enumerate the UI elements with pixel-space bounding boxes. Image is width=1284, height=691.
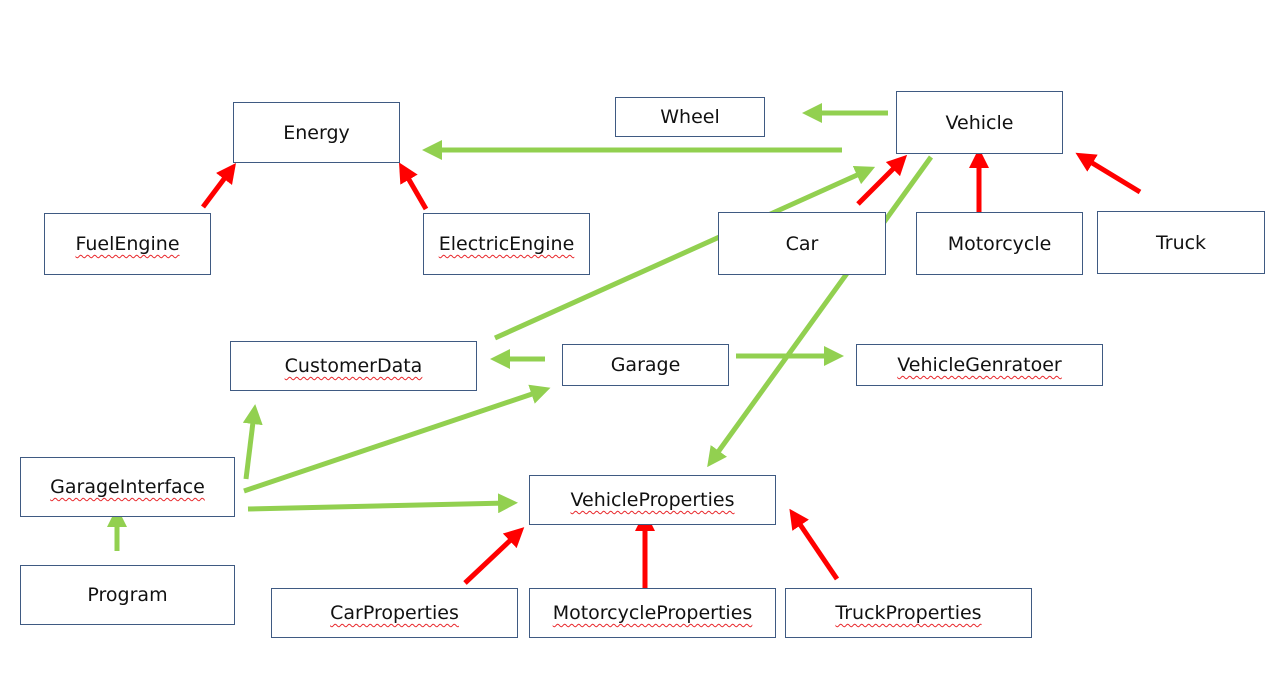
node-label: Vehicle	[945, 111, 1014, 134]
node-label: ElectricEngine	[438, 233, 575, 255]
node-label: Garage	[610, 354, 681, 376]
node-truck-properties: TruckProperties	[785, 588, 1032, 638]
node-label: Energy	[283, 121, 350, 144]
edge-electricengine-energy	[398, 162, 429, 211]
node-fuel-engine: FuelEngine	[44, 213, 211, 275]
edge-truckproperties-vehicleproperties	[789, 508, 840, 581]
node-electric-engine: ElectricEngine	[423, 213, 590, 275]
edge-customerdata-vehicle	[493, 165, 876, 341]
node-car-properties: CarProperties	[271, 588, 518, 638]
node-vehicle: Vehicle	[896, 91, 1063, 154]
node-garage-interface: GarageInterface	[20, 457, 235, 517]
node-wheel: Wheel	[615, 97, 765, 137]
node-energy: Energy	[233, 102, 400, 163]
node-label: VehicleProperties	[570, 489, 735, 511]
node-garage: Garage	[562, 344, 729, 386]
node-label: FuelEngine	[75, 233, 180, 255]
node-label: CarProperties	[330, 602, 459, 624]
edge-fuelengine-energy	[201, 163, 236, 209]
node-label: CustomerData	[284, 355, 423, 377]
node-motorcycle: Motorcycle	[916, 212, 1083, 275]
edge-carproperties-vehicleproperties	[463, 527, 525, 585]
node-label: Program	[87, 584, 168, 606]
node-label: Wheel	[660, 106, 720, 128]
edge-garageinterface-customerdata	[242, 404, 263, 480]
edge-truck-vehicle	[1075, 152, 1142, 195]
node-vehicle-properties: VehicleProperties	[529, 475, 776, 525]
node-customer-data: CustomerData	[230, 341, 477, 391]
node-label: Motorcycle	[947, 232, 1052, 255]
node-label: VehicleGenratoer	[897, 354, 1062, 376]
edge-garageinterface-garage	[243, 384, 551, 494]
node-vehicle-generator: VehicleGenratoer	[856, 344, 1103, 386]
node-program: Program	[20, 565, 235, 625]
node-label: Truck	[1155, 231, 1207, 254]
node-label: TruckProperties	[835, 602, 982, 624]
node-truck: Truck	[1097, 211, 1265, 274]
edge-car-vehicle	[856, 154, 908, 206]
edge-vehicle-vehicleproperties	[707, 155, 934, 468]
node-car: Car	[718, 212, 886, 275]
node-label: Car	[785, 232, 819, 255]
node-label: MotorcycleProperties	[552, 602, 753, 624]
edge-garageinterface-vehicleproperties	[247, 493, 518, 514]
node-label: GarageInterface	[50, 476, 205, 498]
node-motorcycle-properties: MotorcycleProperties	[529, 588, 776, 638]
